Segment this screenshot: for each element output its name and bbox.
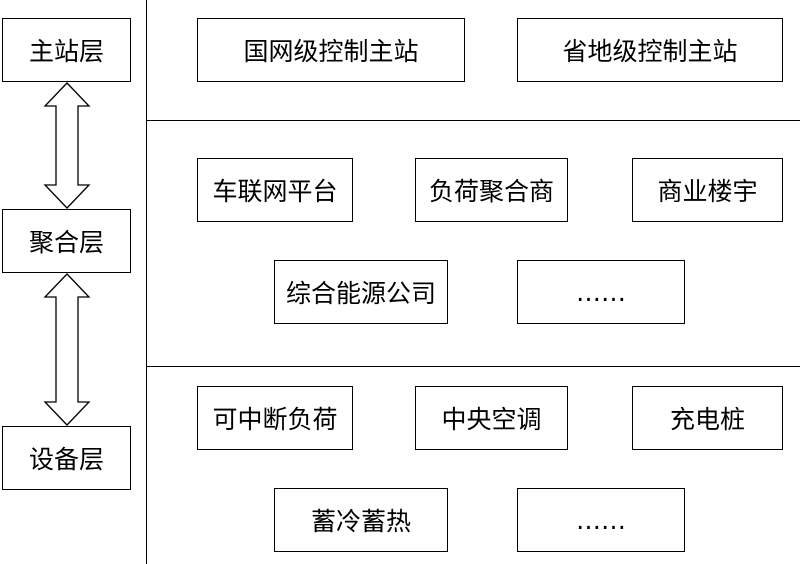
node-central-air-conditioning: 中央空调 [415,386,568,450]
layer-device: 设备层 [2,426,131,490]
node-charging-pile: 充电桩 [632,386,783,450]
double-arrow-master-aggregation [43,82,91,209]
double-arrow-aggregation-device [43,273,91,426]
horizontal-divider-top [146,120,800,122]
horizontal-divider-bottom [146,366,800,368]
node-commercial-building: 商业楼宇 [632,158,783,222]
node-interruptible-load: 可中断负荷 [197,386,353,450]
layer-master: 主站层 [2,18,131,82]
layer-aggregation: 聚合层 [2,209,131,273]
node-device-more: …… [517,488,685,552]
node-national-grid-master-station: 国网级控制主站 [197,18,465,82]
node-provincial-master-station: 省地级控制主站 [517,18,783,82]
node-vehicle-network-platform: 车联网平台 [197,158,353,222]
vertical-divider [146,0,148,564]
node-cold-heat-storage: 蓄冷蓄热 [274,488,448,552]
node-aggregation-more: …… [517,260,685,324]
node-integrated-energy-company: 综合能源公司 [274,260,448,324]
node-load-aggregator: 负荷聚合商 [415,158,568,222]
